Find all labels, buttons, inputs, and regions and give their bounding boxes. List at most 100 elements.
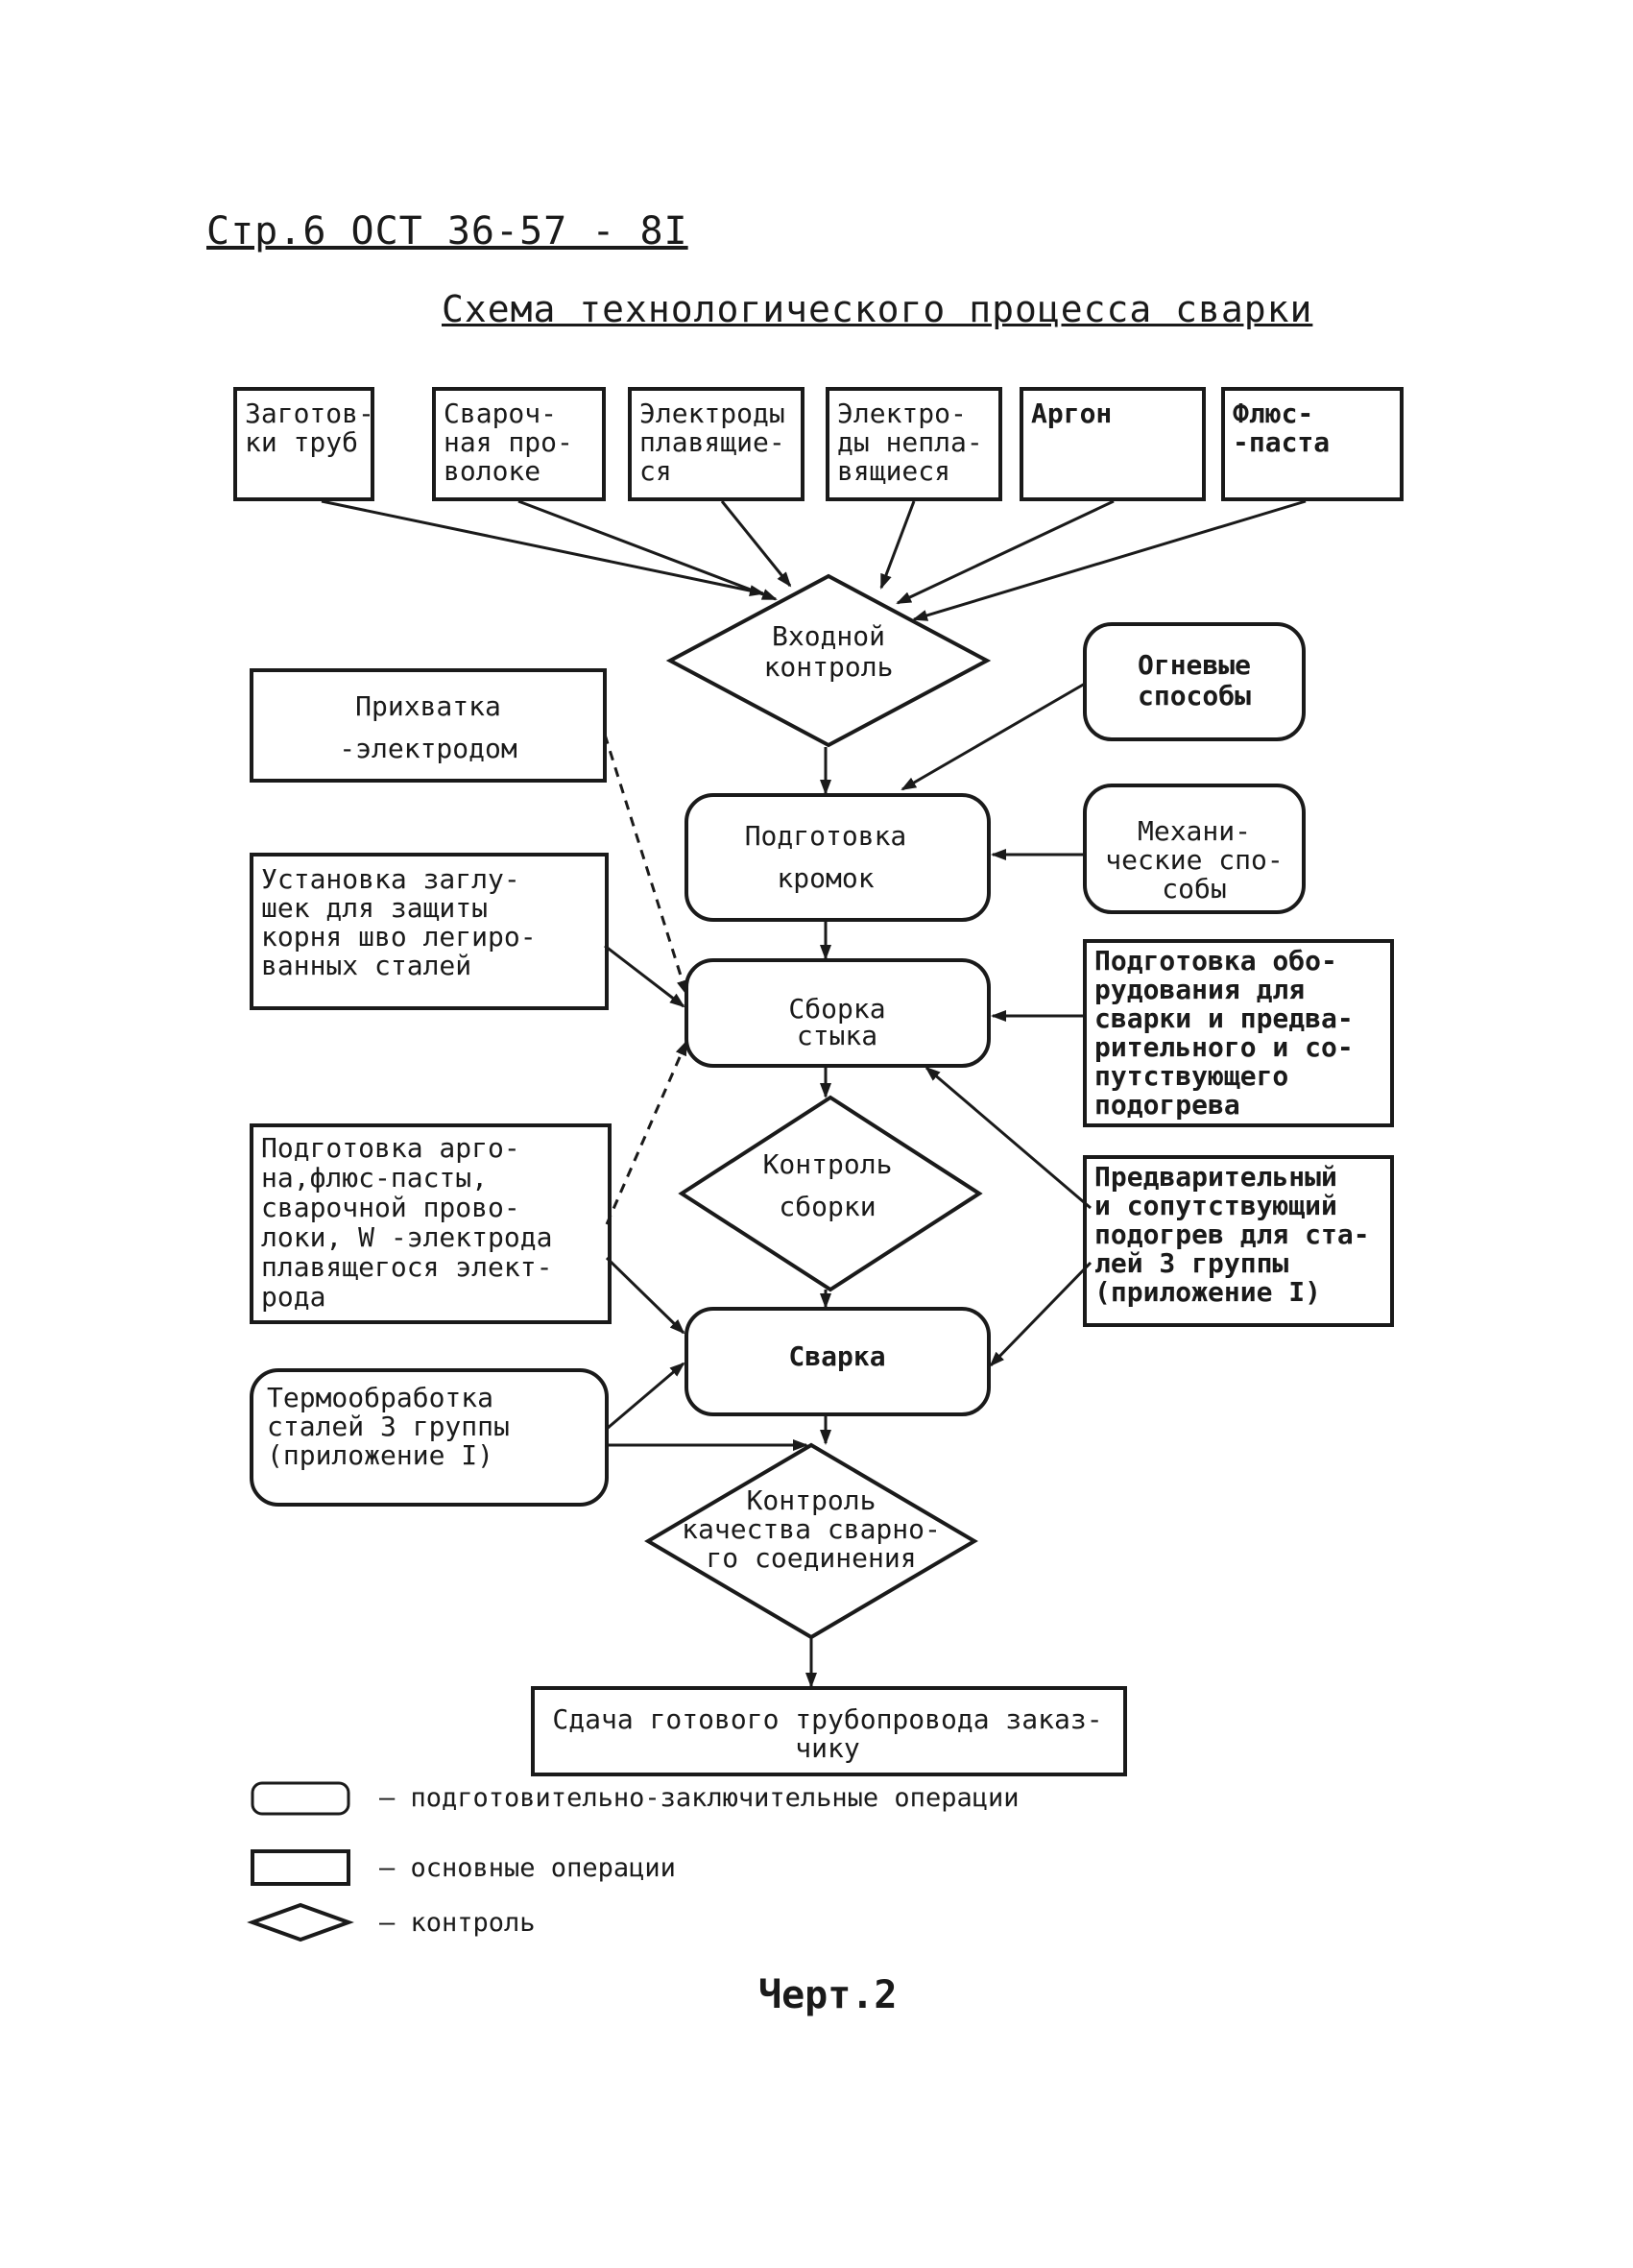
equip-prep-line: подогрева	[1094, 1089, 1240, 1121]
legend-rect-icon	[251, 1849, 350, 1886]
legend-label: — основные операции	[379, 1853, 676, 1883]
input-box-3	[628, 387, 804, 501]
heat-treat-box	[250, 1368, 609, 1507]
arrow-input-5	[896, 499, 1115, 605]
equip-prep-box	[1083, 939, 1394, 1127]
heat-treat-line: Термообработка	[267, 1382, 493, 1413]
input-box-1-line: ки труб	[245, 426, 358, 458]
mech-methods-line: ческие спо-	[1105, 844, 1283, 876]
arrow-plugs-to-assembly	[604, 944, 685, 1008]
plugs-line: Установка заглу-	[261, 863, 520, 895]
plugs-box	[250, 853, 609, 1010]
edge-prep-line: Подготовка	[745, 820, 907, 852]
quality-control-line: го соединения	[706, 1542, 916, 1574]
diagram-title: Схема технологического процесса сварки	[442, 288, 1313, 330]
arrow-heat-treat-to-welding	[606, 1362, 685, 1431]
input-box-3-line: Электроды	[639, 398, 785, 429]
tack-weld-line: Прихватка	[355, 690, 501, 722]
input-box-4-line: вящиеся	[837, 455, 950, 487]
edge-prep-box	[684, 793, 991, 922]
plugs-line: корня шво легиро-	[261, 921, 537, 953]
arrow-fire-to-edge-prep	[901, 682, 1086, 791]
tack-weld-line: -электродом	[339, 733, 517, 764]
arrow-input-6	[912, 499, 1307, 621]
delivery-line: Сдача готового трубопровода заказ-	[552, 1703, 1102, 1735]
welding-line: Сварка	[788, 1340, 885, 1372]
preheat-line: (приложение I)	[1094, 1276, 1321, 1308]
input-box-3-line: плавящие-	[639, 426, 785, 458]
input-box-6-line: -паста	[1233, 426, 1330, 458]
input-box-2	[432, 387, 606, 501]
heat-treat-line: сталей 3 группы	[267, 1411, 510, 1442]
figure-caption: Черт.2	[758, 1973, 898, 2017]
input-box-2-line: ная про-	[444, 426, 573, 458]
edge-prep-line: кромок	[777, 862, 874, 894]
argon-prep-line: плавящегося элект-	[261, 1251, 552, 1283]
equip-prep-line: путствующего	[1094, 1060, 1288, 1092]
joint-assembly-line: стыка	[797, 1020, 877, 1051]
quality-control-diamond	[644, 1442, 978, 1640]
plugs-line: шек для защиты	[261, 892, 488, 924]
mech-methods-box	[1083, 784, 1306, 914]
heat-treat-line: (приложение I)	[267, 1439, 493, 1471]
legend-label: — контроль	[379, 1908, 536, 1938]
input-box-3-line: ся	[639, 455, 672, 487]
assembly-control-line: Контроль	[763, 1148, 893, 1180]
fire-methods-line: Огневые	[1138, 649, 1251, 681]
assembly-control-line: сборки	[779, 1191, 876, 1222]
arrow-preheat-to-assembly	[925, 1066, 1092, 1210]
argon-prep-line: на,флюс-пасты,	[261, 1162, 488, 1194]
delivery-line: чику	[795, 1732, 859, 1764]
argon-prep-line: локи, W -электрода	[261, 1221, 552, 1253]
arrow-input-2	[517, 499, 778, 601]
preheat-line: Предварительный	[1094, 1161, 1337, 1193]
assembly-control-diamond	[678, 1095, 983, 1292]
arrow-tack-to-assembly	[603, 734, 688, 996]
equip-prep-line: сварки и предва-	[1094, 1002, 1354, 1034]
arrow-input-1	[321, 499, 765, 597]
input-box-4-line: ды непла-	[837, 426, 983, 458]
mech-methods-line: собы	[1162, 873, 1226, 905]
input-box-6	[1221, 387, 1404, 501]
preheat-line: подогрев для ста-	[1094, 1218, 1370, 1250]
welding-box	[684, 1307, 991, 1416]
input-box-1	[233, 387, 374, 501]
preheat-box	[1083, 1155, 1394, 1327]
joint-assembly-box	[684, 958, 991, 1068]
arrow-preheat-to-welding	[989, 1261, 1093, 1367]
equip-prep-line: Подготовка обо-	[1094, 945, 1337, 977]
input-box-6-line: Флюс-	[1233, 398, 1313, 429]
joint-assembly-line: Сборка	[788, 993, 885, 1025]
fire-methods-line: способы	[1138, 680, 1251, 712]
legend-rounded-rect-icon	[251, 1781, 350, 1816]
tack-weld-box	[250, 668, 607, 783]
incoming-control-line: контроль	[764, 651, 894, 683]
legend-diamond-icon	[247, 1902, 354, 1942]
quality-control-line: Контроль	[747, 1484, 877, 1516]
incoming-control-diamond	[665, 573, 992, 748]
arrow-argon-to-welding	[605, 1256, 685, 1335]
fire-methods-box	[1083, 622, 1306, 741]
delivery-box	[531, 1686, 1127, 1776]
input-box-2-line: Свароч-	[444, 398, 557, 429]
argon-prep-line: Подготовка арго-	[261, 1132, 520, 1164]
page-header: Стр.6 ОСТ 36-57 - 8I	[206, 209, 688, 253]
input-box-1-line: Заготов-	[245, 398, 374, 429]
arrow-input-4	[879, 500, 916, 590]
equip-prep-line: рительного и со-	[1094, 1031, 1354, 1063]
plugs-line: ванных сталей	[261, 950, 471, 981]
arrow-input-3	[720, 500, 792, 588]
input-box-4	[826, 387, 1002, 501]
argon-prep-box	[250, 1123, 612, 1324]
incoming-control-line: Входной	[772, 620, 885, 652]
argon-prep-line: сварочной прово-	[261, 1192, 520, 1223]
input-box-4-line: Электро-	[837, 398, 967, 429]
input-box-2-line: волоке	[444, 455, 540, 487]
legend-label: — подготовительно-заключительные операци…	[379, 1783, 1019, 1813]
quality-control-line: качества сварно-	[682, 1513, 941, 1545]
input-box-5	[1020, 387, 1206, 501]
mech-methods-line: Механи-	[1138, 815, 1251, 847]
argon-prep-line: рода	[261, 1281, 325, 1313]
preheat-line: лей 3 группы	[1094, 1247, 1288, 1279]
